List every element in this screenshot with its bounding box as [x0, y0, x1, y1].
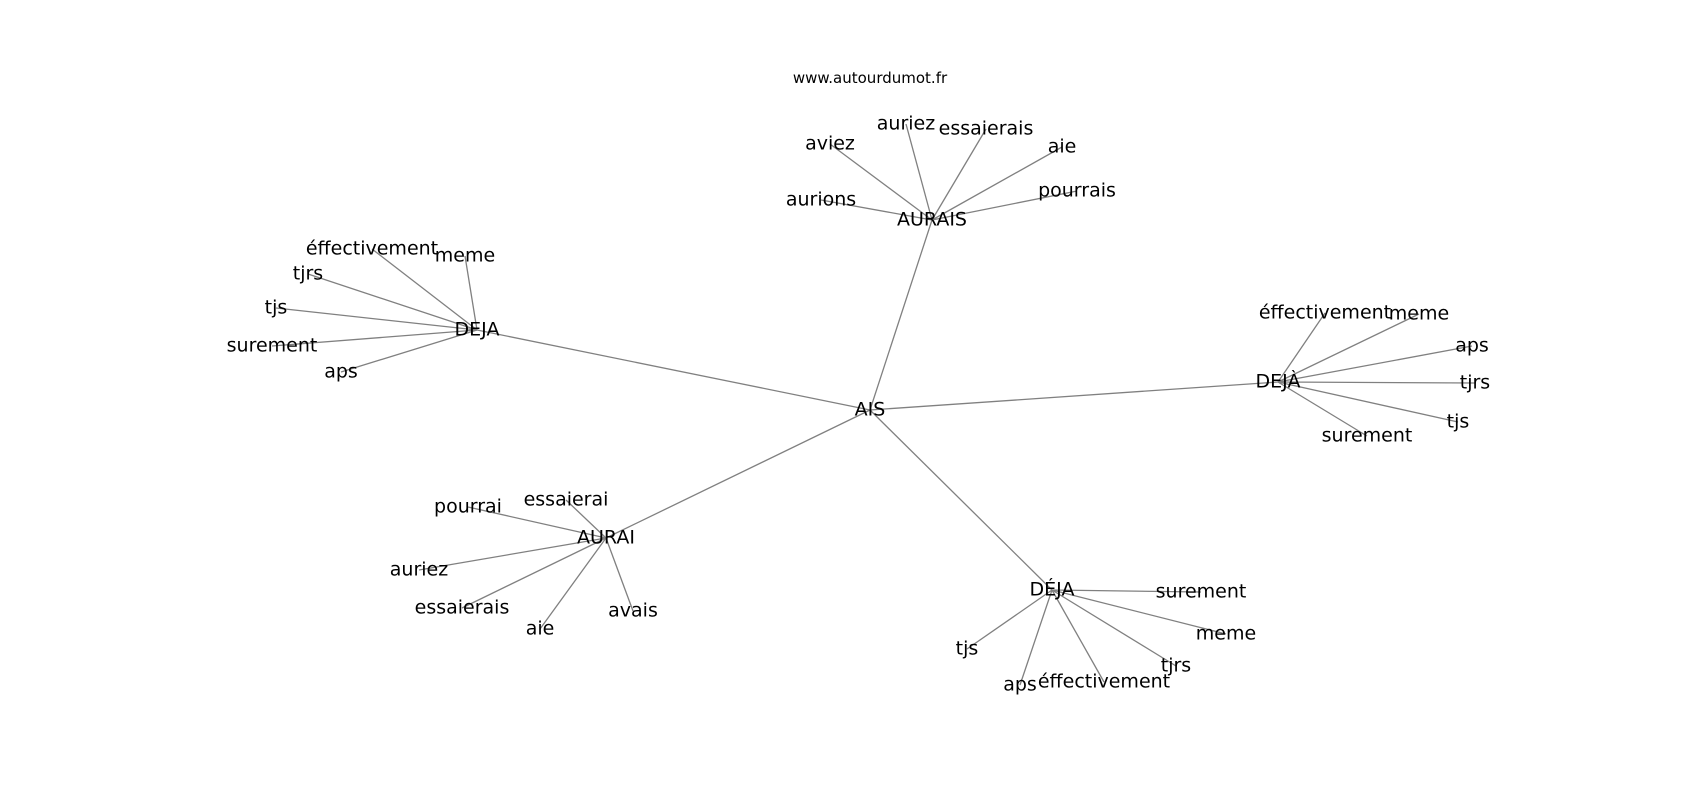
edge-group-word — [275, 307, 478, 331]
edge-center-group — [869, 381, 1279, 411]
word-node: aps — [324, 361, 358, 383]
edge-center-group — [476, 329, 871, 411]
word-node: avais — [608, 600, 658, 622]
word-node: tjrs — [293, 263, 323, 285]
word-node: tjrs — [1161, 655, 1191, 677]
word-node: éffectivement — [306, 238, 438, 260]
edge-group-word — [371, 248, 478, 331]
group-node: DEJÀ — [1256, 370, 1301, 393]
edge-group-word — [464, 255, 478, 331]
edge-group-word — [829, 143, 933, 221]
edge-group-word — [1277, 345, 1473, 383]
edge-group-word — [905, 123, 933, 221]
edge-group-word — [1277, 381, 1368, 437]
word-node: auriez — [390, 559, 448, 581]
edge-group-word — [307, 273, 478, 331]
edge-group-word — [820, 199, 933, 221]
word-node: éffectivement — [1259, 302, 1391, 324]
edge-group-word — [271, 329, 478, 347]
source-label: www.autourdumot.fr — [793, 69, 948, 87]
edge-group-word — [966, 589, 1053, 650]
group-node: AURAI — [577, 527, 635, 549]
edge-group-word — [605, 537, 634, 612]
word-node: éffectivement — [1038, 671, 1170, 693]
edge-group-word — [1051, 589, 1202, 593]
word-node: pourrais — [1038, 180, 1116, 202]
edge-group-word — [1051, 589, 1105, 683]
edge-group-word — [1277, 381, 1459, 423]
word-node: aviez — [805, 133, 855, 155]
edge-group-word — [1277, 313, 1420, 383]
edge-group-word — [931, 128, 987, 221]
word-node: meme — [1389, 303, 1449, 325]
edge-center-group — [869, 409, 1053, 591]
edges — [271, 123, 1476, 686]
group-node: AURAIS — [897, 209, 967, 231]
word-node: aps — [1003, 674, 1037, 696]
word-node: surement — [1156, 581, 1247, 603]
word-node: auriez — [877, 113, 935, 135]
word-node: tjs — [1447, 411, 1470, 433]
word-node: tjs — [956, 638, 979, 660]
group-node: DÉJA — [1030, 578, 1075, 601]
word-node: surement — [1322, 425, 1413, 447]
word-node: pourrai — [434, 496, 502, 518]
edge-group-word — [418, 537, 607, 571]
word-node: surement — [227, 335, 318, 357]
edge-group-word — [1019, 589, 1053, 686]
edge-group-word — [1277, 312, 1326, 383]
edge-group-word — [931, 190, 1078, 221]
word-node: tjrs — [1460, 372, 1490, 394]
edge-group-word — [931, 146, 1063, 221]
edge-group-word — [1051, 589, 1177, 667]
edge-group-word — [461, 537, 607, 609]
word-node: aie — [526, 618, 555, 640]
word-node: meme — [435, 245, 495, 267]
word-node: essaierai — [524, 489, 609, 511]
word-node: essaierais — [939, 118, 1034, 140]
edge-group-word — [1051, 589, 1227, 635]
word-node: tjs — [265, 297, 288, 319]
edge-center-group — [605, 409, 871, 539]
edge-group-word — [467, 506, 607, 539]
edge-group-word — [1277, 381, 1476, 384]
edge-group-word — [565, 499, 607, 539]
word-node: aps — [1455, 335, 1489, 357]
word-node: meme — [1196, 623, 1256, 645]
center-node: AIS — [855, 399, 886, 421]
group-node: DEJA — [455, 319, 500, 341]
edge-center-group — [869, 219, 933, 411]
word-node: essaierais — [415, 597, 510, 619]
edge-group-word — [340, 329, 478, 373]
word-node: aie — [1048, 136, 1077, 158]
edge-group-word — [539, 537, 607, 630]
word-node: aurions — [786, 189, 856, 211]
